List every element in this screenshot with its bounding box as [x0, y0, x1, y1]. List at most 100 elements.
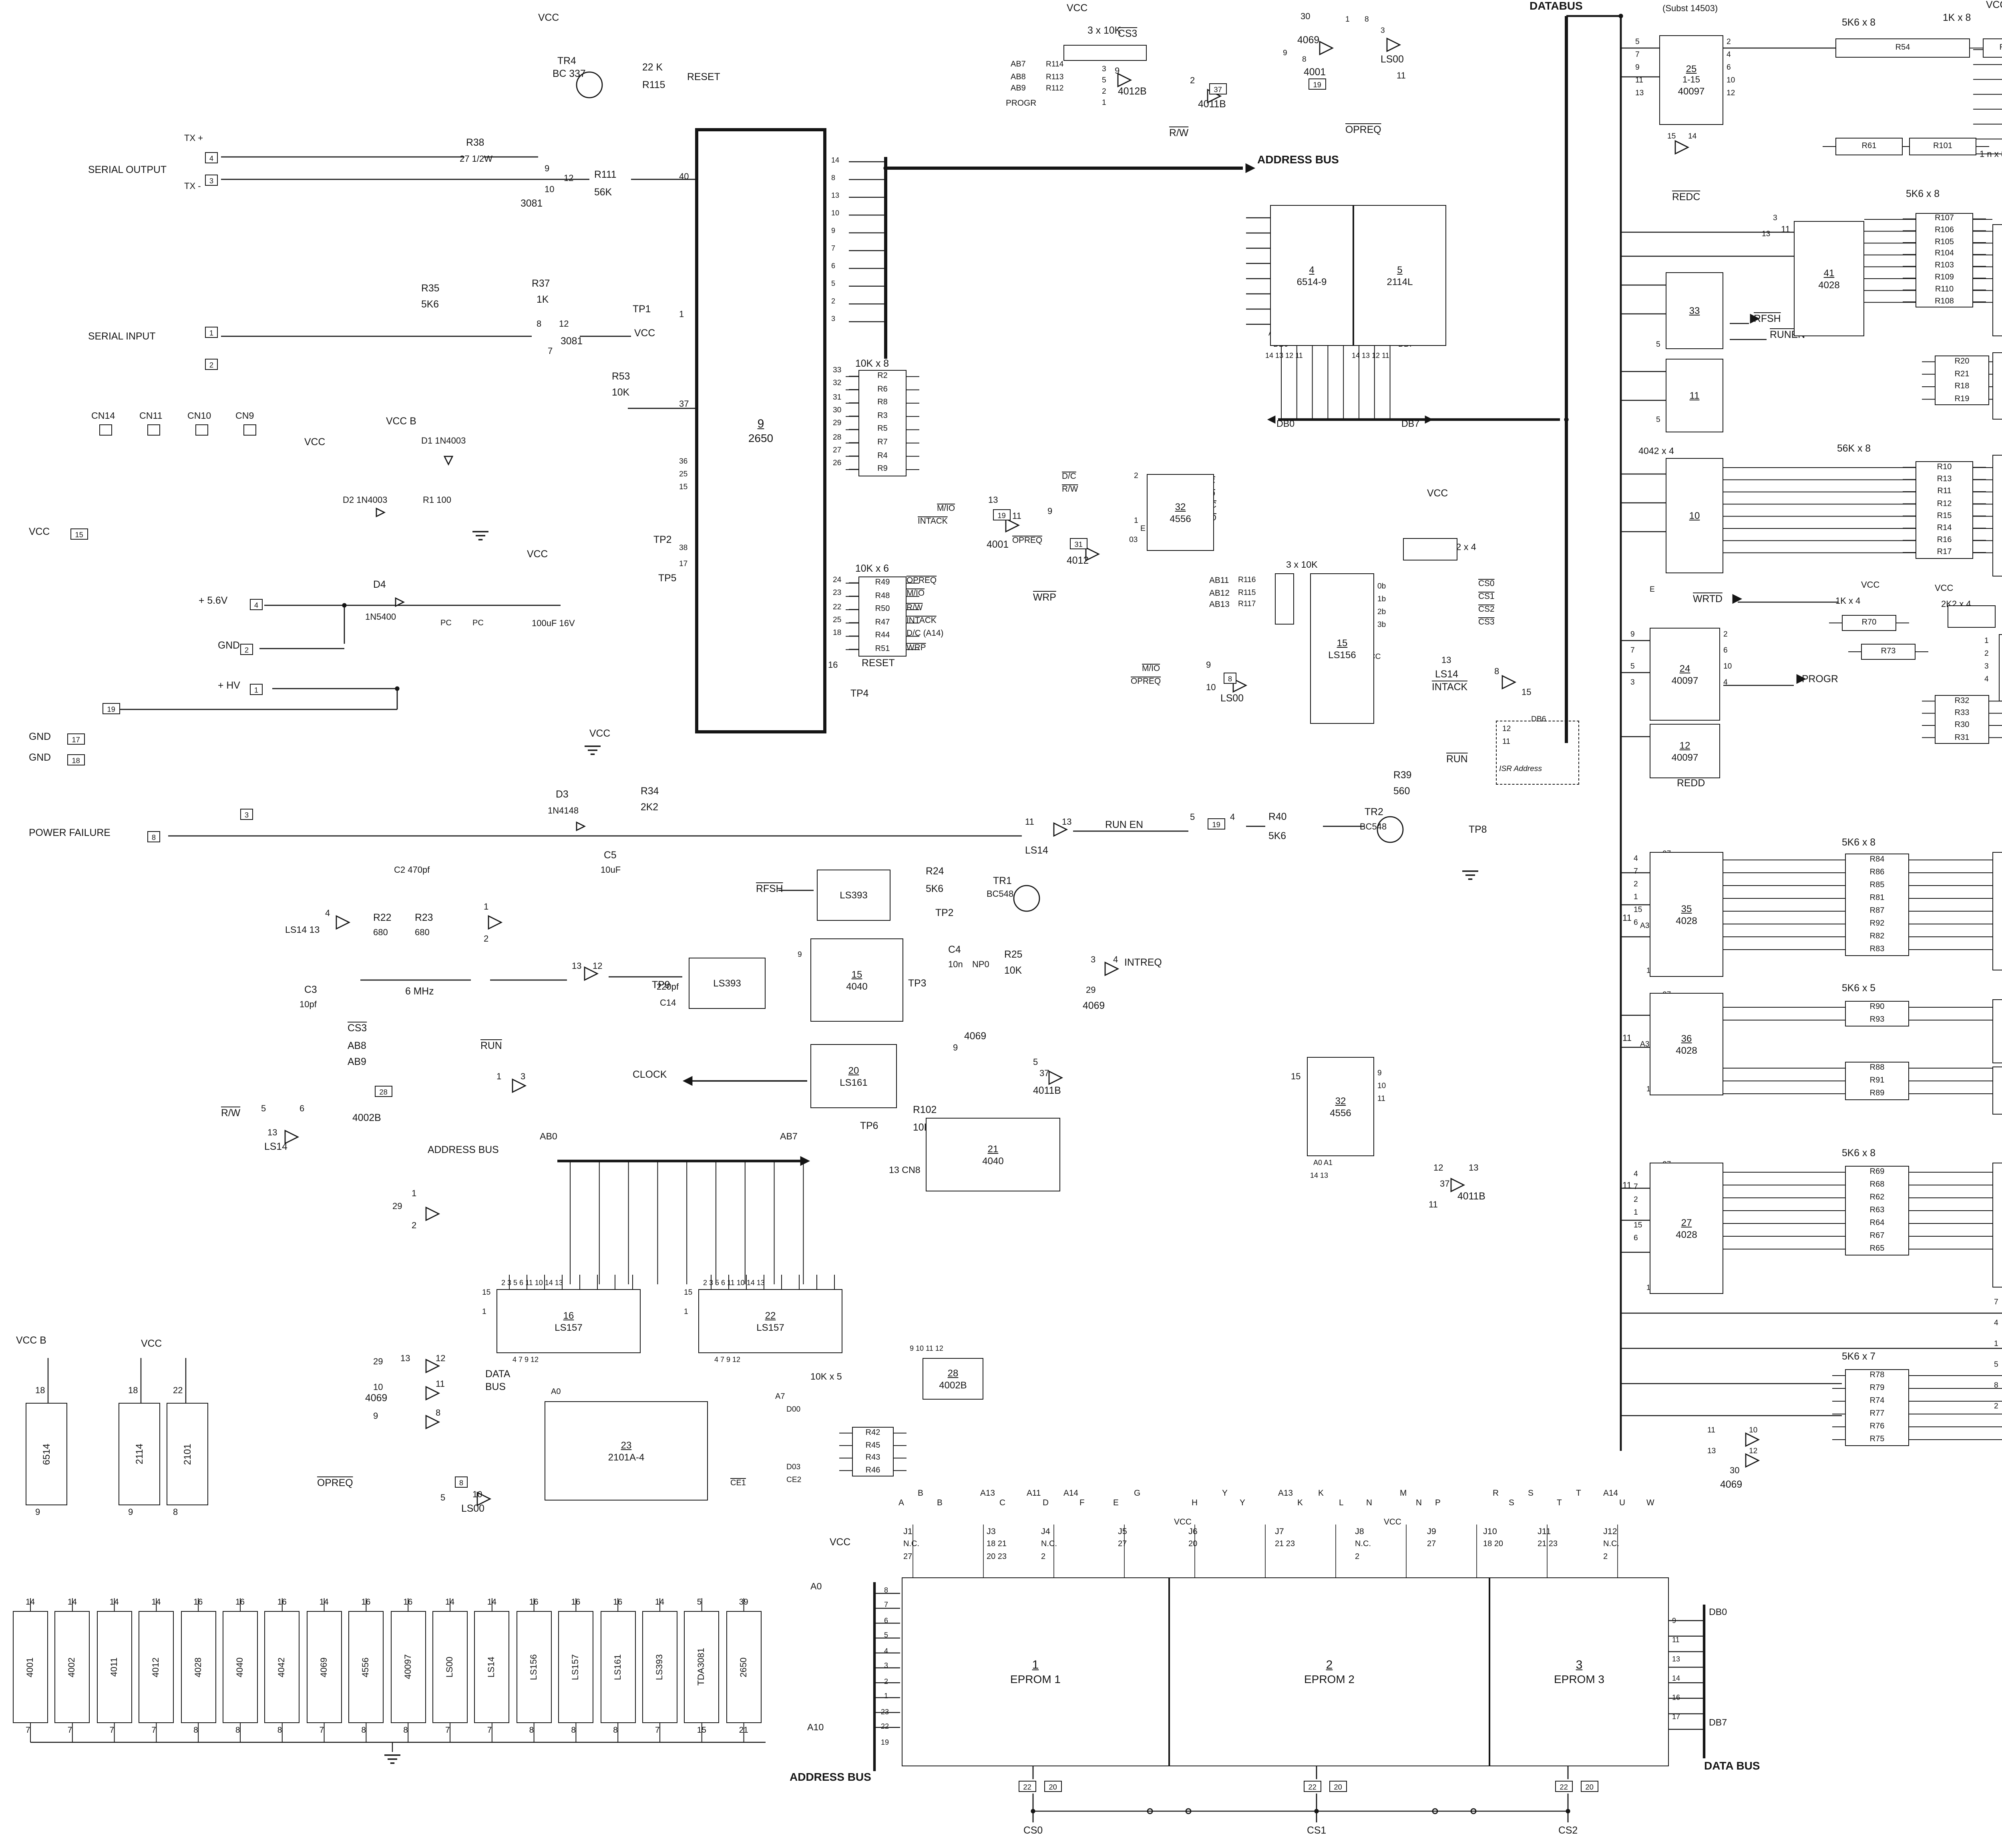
net-label: D/C (A14) — [907, 629, 944, 638]
net-label: 14 — [319, 1598, 329, 1607]
gate-symbol-icon — [476, 1491, 492, 1507]
net-label: M/IO — [907, 589, 925, 598]
net-label: DATA BUS — [1704, 1759, 1760, 1772]
net-label: 7 — [1630, 646, 1635, 655]
net-label: 4069 — [964, 1030, 987, 1042]
net-label: 8 — [529, 1726, 534, 1735]
net-label: TP3 — [908, 978, 927, 989]
net-label: 3081 — [521, 198, 543, 209]
net-label: 7 — [319, 1726, 324, 1735]
ic-box: 73081 — [1992, 455, 2002, 576]
net-label: 10uF — [601, 866, 621, 875]
net-label: 5K6 x 7 — [1842, 1351, 1876, 1362]
net-label: R53 — [612, 371, 630, 382]
net-label: 11 — [1781, 225, 1790, 235]
net-label: 7 — [67, 1726, 72, 1735]
net-label: D4 — [373, 579, 386, 590]
net-label: VCC — [830, 1537, 851, 1548]
net-label: 5 — [1994, 1360, 1998, 1369]
net-label: 1b — [1377, 595, 1386, 604]
net-label: U — [1619, 1499, 1626, 1508]
gate-symbol-icon — [576, 821, 586, 832]
net-label: 9 — [831, 227, 836, 235]
net-label: 9 — [1047, 507, 1053, 516]
net-label: 36 — [679, 457, 688, 466]
net-label: VCC — [1427, 488, 1448, 499]
net-label: 16 — [529, 1598, 539, 1607]
net-label: 13 — [1469, 1163, 1479, 1173]
net-label: R112 — [1046, 84, 1064, 93]
arrow-icon — [682, 1076, 693, 1086]
net-label: 7 — [655, 1726, 660, 1735]
net-label: 5K6 x 8 — [1906, 188, 1940, 199]
net-label: PROGR — [1006, 99, 1037, 108]
net-label: 8 — [613, 1726, 618, 1735]
pin-box: 8 — [1224, 673, 1236, 684]
net-label: CS1 — [1307, 1825, 1327, 1836]
net-label: 7 — [26, 1726, 30, 1735]
net-label: 5 — [884, 1631, 888, 1639]
net-label: D2 1N4003 — [343, 496, 388, 505]
net-label: 3b — [1377, 621, 1386, 629]
chip-ref: LS161 — [600, 1611, 636, 1723]
net-label: 14 13 12 11 — [1352, 352, 1389, 360]
net-label: CS3 — [1118, 28, 1138, 39]
net-label: LS00 — [461, 1503, 484, 1514]
net-label: 4 — [1723, 678, 1728, 687]
net-label: CS0 — [1478, 580, 1495, 589]
net-label: VCC — [1935, 584, 1954, 593]
net-label: 3 — [521, 1072, 526, 1082]
net-label: 4011B — [1198, 98, 1226, 110]
net-label: 4 — [1634, 854, 1638, 863]
net-label: 5 — [1635, 38, 1640, 46]
net-label: D/C — [1062, 472, 1076, 481]
net-label: 17 — [1672, 1713, 1680, 1721]
net-label: 12 — [1727, 89, 1735, 98]
ic-box: 3081 — [1992, 352, 2002, 420]
net-label: 100uF 16V — [532, 619, 575, 629]
gate-symbol-icon — [1319, 40, 1334, 56]
net-label: N.C. — [903, 1540, 919, 1549]
net-label: 15 — [1667, 132, 1676, 141]
net-label: 9 — [373, 1412, 378, 1421]
net-label: 11 — [1622, 1181, 1632, 1191]
net-label: VCC — [527, 548, 548, 560]
net-label: 12 — [559, 319, 569, 329]
net-label: 1K — [537, 294, 549, 305]
net-label: CLOCK — [633, 1069, 667, 1080]
net-label: 10 — [831, 209, 840, 217]
net-label: 22 — [173, 1386, 183, 1396]
net-label: INTREQ — [1124, 957, 1162, 968]
net-label: PC — [472, 619, 484, 628]
net-label: 30 — [1730, 1466, 1740, 1476]
ic-box: 2101 — [167, 1403, 208, 1505]
gate-symbol-icon — [1104, 961, 1120, 976]
net-label: 13 — [831, 191, 840, 199]
net-label: CS3 — [348, 1022, 367, 1034]
arrow-icon — [1750, 313, 1760, 324]
net-label: J12 — [1603, 1527, 1617, 1537]
net-label: 6 — [1723, 646, 1728, 655]
net-label: 13 — [267, 1128, 277, 1138]
net-label: 10 — [545, 185, 555, 195]
net-label: M/IO — [1142, 665, 1160, 673]
ic-box — [1403, 538, 1457, 560]
net-label: CE1 — [730, 1479, 746, 1488]
net-label: LS00 — [1381, 54, 1404, 65]
net-label: TX + — [184, 134, 203, 143]
arrow-icon — [1796, 674, 1807, 684]
net-label: 5 — [1656, 416, 1660, 424]
net-label: 15 — [1291, 1072, 1301, 1082]
net-label: 11 — [1377, 1095, 1385, 1103]
net-label: 2 — [412, 1221, 417, 1231]
transistor-body-icon — [1185, 1808, 1192, 1814]
net-label: J5 — [1118, 1527, 1127, 1537]
net-label: E — [1650, 585, 1655, 594]
net-label: REDC — [1672, 191, 1700, 203]
net-label: 1 — [482, 1308, 486, 1316]
net-label: CS2 — [1478, 605, 1495, 614]
ic-box: 3081 — [1992, 1067, 2002, 1115]
